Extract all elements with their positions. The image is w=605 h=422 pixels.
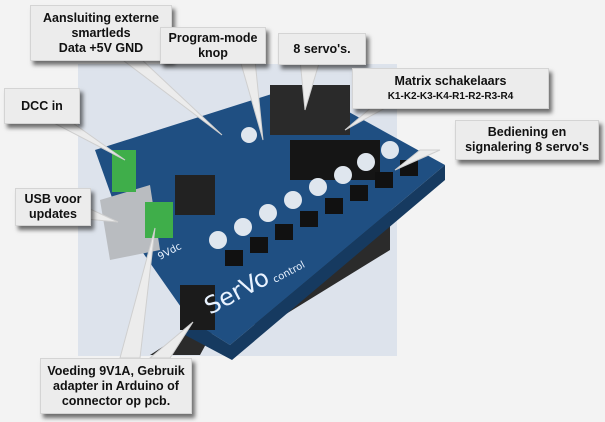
callout-text: 8 servo's. <box>293 41 351 56</box>
callout-text: Voeding 9V1A, Gebruik <box>47 363 185 378</box>
callout-servos: 8 servo's. <box>278 33 366 65</box>
callout-text: smartleds <box>71 25 131 40</box>
callout-matrix: Matrix schakelaars K1-K2-K3-K4-R1-R2-R3-… <box>352 68 549 109</box>
callout-smartleds: Aansluiting externe smartleds Data +5V G… <box>30 5 172 61</box>
callout-text: Matrix schakelaars <box>394 73 507 88</box>
callout-text: Program-mode <box>168 30 258 45</box>
callout-usb: USB voor updates <box>15 188 91 226</box>
dcc-terminal <box>112 150 136 192</box>
callout-text: DCC in <box>21 98 63 113</box>
callout-text: connector op pcb. <box>61 393 171 408</box>
callout-text: updates <box>29 207 77 221</box>
callout-voeding: Voeding 9V1A, Gebruik adapter in Arduino… <box>40 358 192 414</box>
callout-dcc: DCC in <box>4 88 80 124</box>
callout-text: adapter in Arduino of <box>53 378 179 393</box>
callout-text: knop <box>198 45 228 60</box>
callout-bediening: Bediening en signalering 8 servo's <box>455 120 599 160</box>
callout-text: Aansluiting externe <box>43 10 159 25</box>
buttons <box>225 160 418 266</box>
callout-text: Data +5V GND <box>58 40 144 55</box>
leds <box>209 127 399 249</box>
regulator <box>175 175 215 215</box>
callout-text: USB voor <box>24 192 82 206</box>
callout-text: K1-K2-K3-K4-R1-R2-R3-R4 <box>387 90 514 102</box>
callout-text: Bediening en <box>487 125 567 139</box>
power-jack <box>180 285 215 330</box>
power-terminal <box>145 202 173 238</box>
callout-text: signalering 8 servo's <box>465 140 589 154</box>
callout-program-mode: Program-mode knop <box>160 27 266 64</box>
